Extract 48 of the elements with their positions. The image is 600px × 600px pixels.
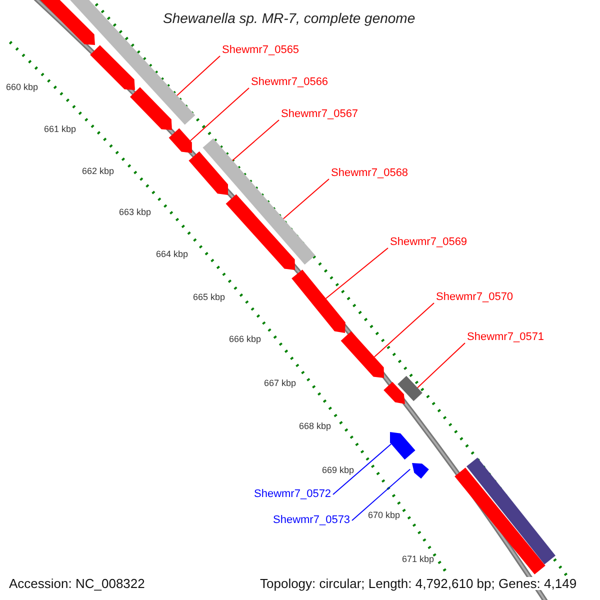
leader-line [232,120,280,161]
gene-label: Shewmr7_0571 [467,332,544,343]
gene-feature [226,194,295,270]
gene-feature [466,458,556,564]
leader-line [352,468,411,521]
scale-label: 671 kbp [402,555,434,564]
scale-label: 670 kbp [368,511,400,520]
gene-label: Shewmr7_0570 [436,292,514,303]
scale-label: 661 kbp [44,125,76,134]
gene-feature [188,151,228,195]
scale-label: 663 kbp [119,208,152,217]
gene-feature [168,128,192,153]
gene-feature [390,432,416,460]
leader-line [282,178,330,220]
gene-label: Shewmr7_0569 [390,237,468,248]
title: Shewanella sp. MR-7, complete genome [163,11,416,25]
scale-label: 669 kbp [322,466,354,475]
gene-label: Shewmr7_0565 [222,45,300,56]
scale-label: 666 kbp [229,335,262,344]
scale-label: 662 kbp [82,167,114,176]
leader-line [190,88,250,142]
scale-label: 667 kbp [264,379,296,388]
scale-label: 665 kbp [193,293,226,302]
gene-label: Shewmr7_0573 [273,515,350,526]
gene-feature [202,138,316,265]
gene-feature [398,376,422,402]
gene-feature [384,382,405,404]
gene-feature [292,270,346,333]
gene-feature [340,331,384,378]
leader-line [332,444,392,495]
gene-label: Shewmr7_0568 [331,168,408,179]
leader-line [325,248,388,299]
gene-feature [454,468,546,574]
info-text: Accession: NC_008322 [9,577,145,590]
gene-feature [130,87,172,130]
gene-feature [412,463,429,479]
info-text: Topology: circular; Length: 4,792,610 bp; Genes: 4,149 [260,577,577,590]
gene-feature [40,0,95,45]
leader-line [176,56,220,96]
scale-label: 668 kbp [299,422,332,431]
leader-line [417,342,466,388]
gene-label: Shewmr7_0566 [251,77,328,88]
gene-label: Shewmr7_0567 [281,109,358,120]
scale-label: 664 kbp [156,250,188,259]
gene-label: Shewmr7_0572 [254,489,332,500]
gene-feature [90,45,135,90]
scale-label: 660 kbp [6,83,38,92]
leader-line [374,302,434,358]
